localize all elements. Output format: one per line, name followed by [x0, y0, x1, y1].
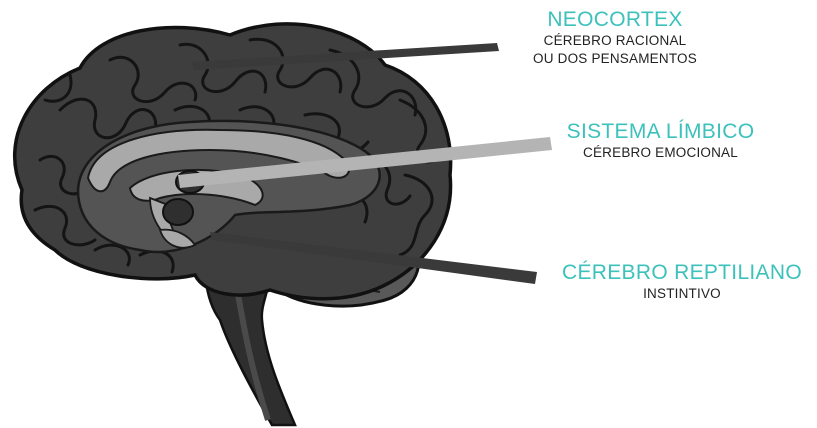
neocortex-title: NEOCORTEX — [500, 8, 730, 32]
neocortex-subtitle-line-2: OU DOS PENSAMENTOS — [500, 50, 730, 68]
hypothalamus — [163, 199, 193, 225]
limbic-subtitle: CÉREBRO EMOCIONAL — [548, 144, 773, 162]
limbic-label: SISTEMA LÍMBICO CÉREBRO EMOCIONAL — [548, 120, 773, 162]
limbic-title: SISTEMA LÍMBICO — [548, 120, 773, 144]
reptilian-label: CÉREBRO REPTILIANO INSTINTIVO — [548, 261, 816, 303]
neocortex-label: NEOCORTEX CÉREBRO RACIONAL OU DOS PENSAM… — [500, 8, 730, 68]
neocortex-subtitle-line-1: CÉREBRO RACIONAL — [500, 32, 730, 50]
reptilian-title: CÉREBRO REPTILIANO — [548, 261, 816, 285]
reptilian-subtitle: INSTINTIVO — [548, 285, 816, 303]
